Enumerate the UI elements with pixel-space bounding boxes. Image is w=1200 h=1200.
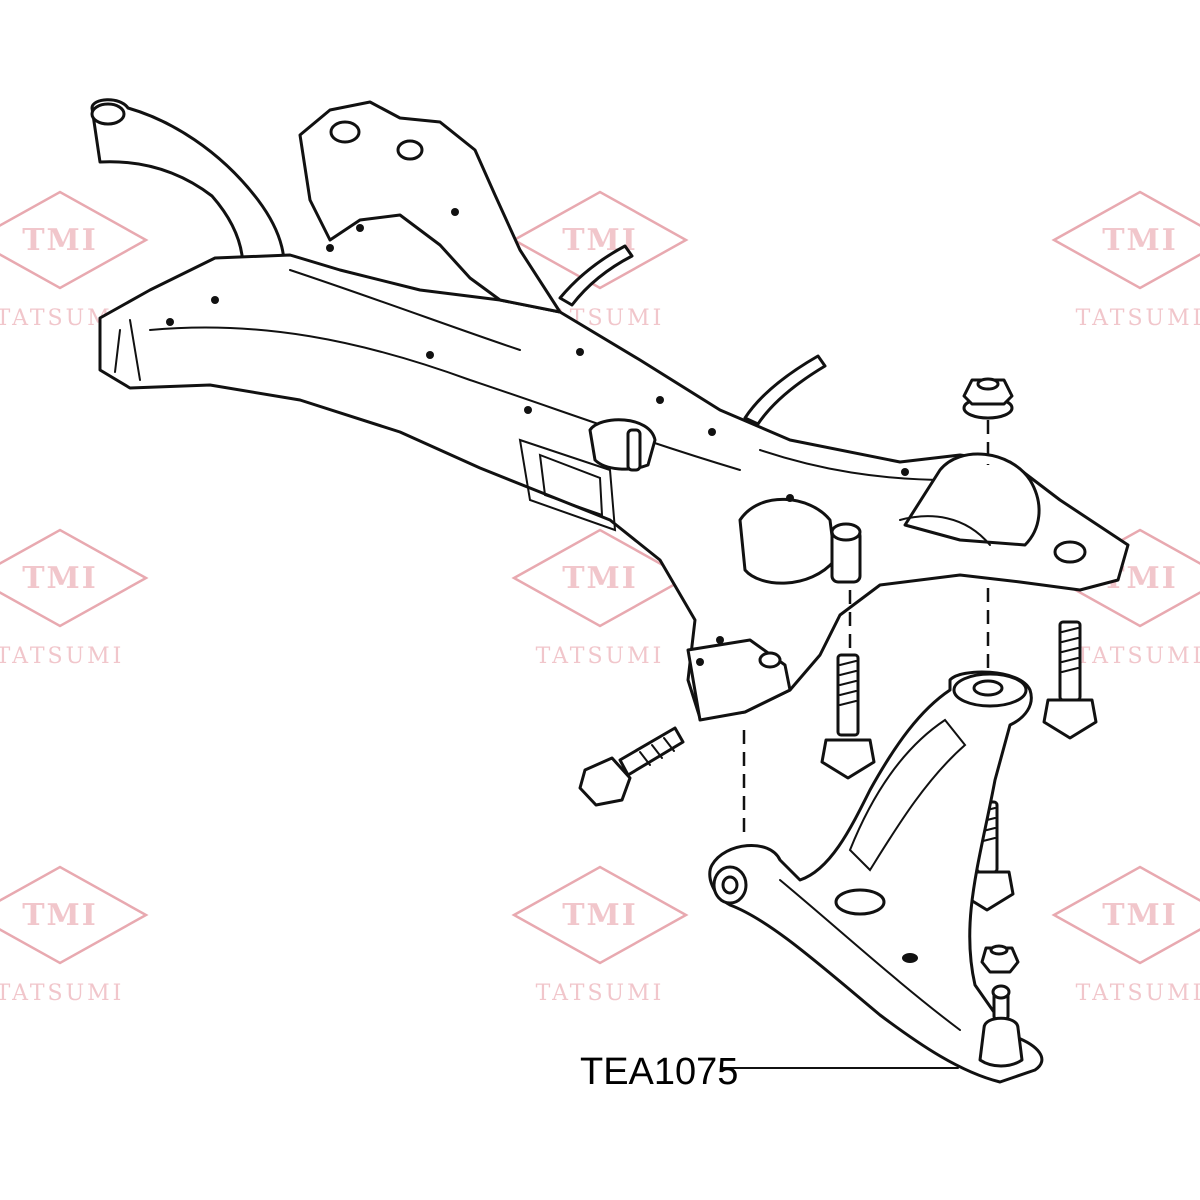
watermark-name: TATSUMI [536,981,665,1006]
watermark-brand: TMI [562,561,638,596]
tatsumi-watermark: TMI TATSUMI [1051,190,1200,331]
tatsumi-watermark: TMI TATSUMI [0,865,149,1006]
watermark-brand: TMI [1102,223,1178,258]
watermark-name: TATSUMI [1076,306,1200,331]
tatsumi-watermark: TMI TATSUMI [511,528,689,669]
watermark-name: TATSUMI [0,981,124,1006]
watermark-diamond [511,865,689,965]
flange-nut [962,377,1014,420]
tatsumi-watermark: TMI TATSUMI [0,528,149,669]
watermark-brand: TMI [562,898,638,933]
front-subframe [90,98,1130,722]
watermark-diamond [0,190,149,290]
watermark-name: TATSUMI [536,644,665,669]
watermark-brand: TMI [1102,898,1178,933]
watermark-name: TATSUMI [0,644,124,669]
tatsumi-watermark: TMI TATSUMI [511,865,689,1006]
watermark-brand: TMI [22,223,98,258]
ball-joint [978,944,1024,1068]
watermark-diamond [1051,865,1200,965]
watermark-brand: TMI [22,561,98,596]
lower-control-arm [708,670,1044,1084]
mounting-holes [166,208,909,666]
watermark-name: TATSUMI [1076,644,1200,669]
tatsumi-watermark: TMI TATSUMI [1051,865,1200,1006]
watermark-diamond [0,865,149,965]
watermark-diamond [511,190,689,290]
watermark-name: TATSUMI [1076,981,1200,1006]
part-number-label: TEA1075 [580,1051,738,1093]
watermark-diamond [1051,190,1200,290]
watermark-brand: TMI [22,898,98,933]
watermark-diamond [0,528,149,628]
